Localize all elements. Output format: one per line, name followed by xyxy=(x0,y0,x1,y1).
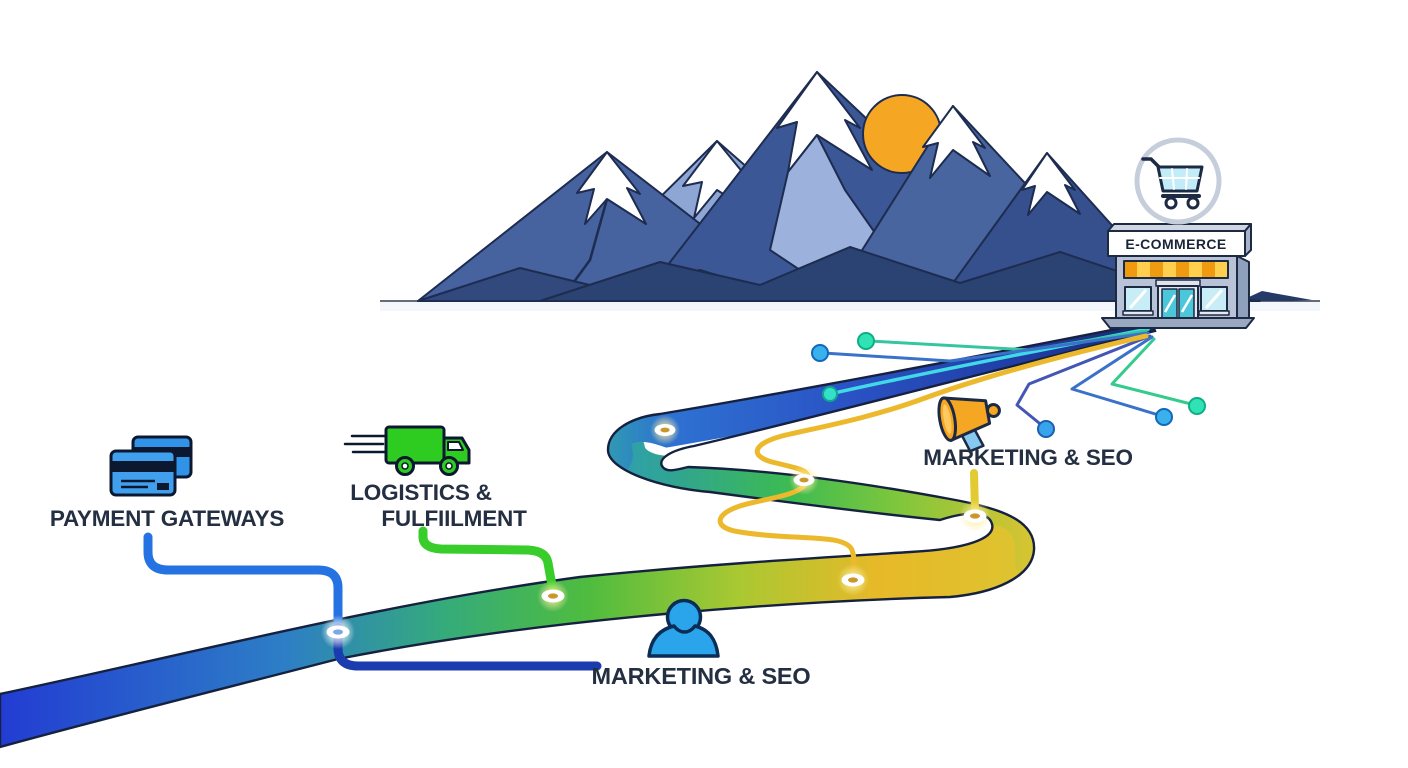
delivery-truck-icon xyxy=(343,425,471,476)
snow-cap xyxy=(1021,152,1081,216)
journey-road xyxy=(0,320,1157,749)
marketing-seo-top-label: MARKETING & SEO xyxy=(923,445,1133,470)
stripe-node-dot xyxy=(822,386,838,402)
payment-gateways-label: PAYMENT GATEWAYS xyxy=(50,506,285,531)
circuit-line-blue-right xyxy=(1070,335,1164,418)
circuit-node-dot xyxy=(1155,408,1173,426)
store-window-left xyxy=(1122,286,1154,316)
snow-cap xyxy=(922,105,991,179)
megaphone-icon xyxy=(937,396,1001,453)
shopping-cart-icon xyxy=(1141,157,1204,210)
road-milestone xyxy=(789,465,819,495)
road-milestone xyxy=(321,615,355,649)
store-awning xyxy=(1123,260,1229,279)
road-top-section xyxy=(589,322,1155,476)
payment-connector xyxy=(143,532,343,639)
ground-shadow-wedge xyxy=(1238,291,1312,302)
road-milestone xyxy=(537,580,569,612)
circuit-line-green-right xyxy=(1110,337,1197,407)
logistics-connector xyxy=(418,526,558,596)
logistics-label-line2: FULFIILMENT xyxy=(381,506,527,531)
road-milestone xyxy=(650,415,680,445)
logistics-label-line1: LOGISTICS & xyxy=(350,480,492,505)
person-icon xyxy=(647,598,720,658)
circuit-node-dot xyxy=(1188,397,1206,415)
store-base-platform xyxy=(1101,317,1255,329)
ground-haze xyxy=(380,302,1320,311)
store-sign-board xyxy=(1107,230,1246,257)
store-window-right xyxy=(1198,286,1230,316)
road-milestone xyxy=(837,564,869,596)
circuit-line-indigo xyxy=(1015,334,1152,429)
circuit-node-dot xyxy=(1037,420,1055,438)
ecommerce-store: E-COMMERCE xyxy=(1101,223,1255,329)
cart-badge xyxy=(1134,137,1222,225)
credit-cards-icon xyxy=(109,435,193,497)
store-door xyxy=(1155,279,1201,319)
store-circuit-lines xyxy=(811,329,1206,438)
circuit-line-blue-left xyxy=(821,331,1150,363)
mountain-range xyxy=(417,71,1261,302)
circuit-node-dot xyxy=(811,344,829,362)
marketing-seo-bottom-label: MARKETING & SEO xyxy=(592,663,811,689)
store-side-wall xyxy=(1236,255,1250,323)
road-bottom-section xyxy=(0,475,1047,747)
store-sign-text: E-COMMERCE xyxy=(1125,236,1226,252)
sign-top-edge xyxy=(1107,223,1252,232)
circuit-node-dot xyxy=(857,332,875,350)
road-milestone xyxy=(959,500,991,532)
road-milestones xyxy=(321,415,991,649)
